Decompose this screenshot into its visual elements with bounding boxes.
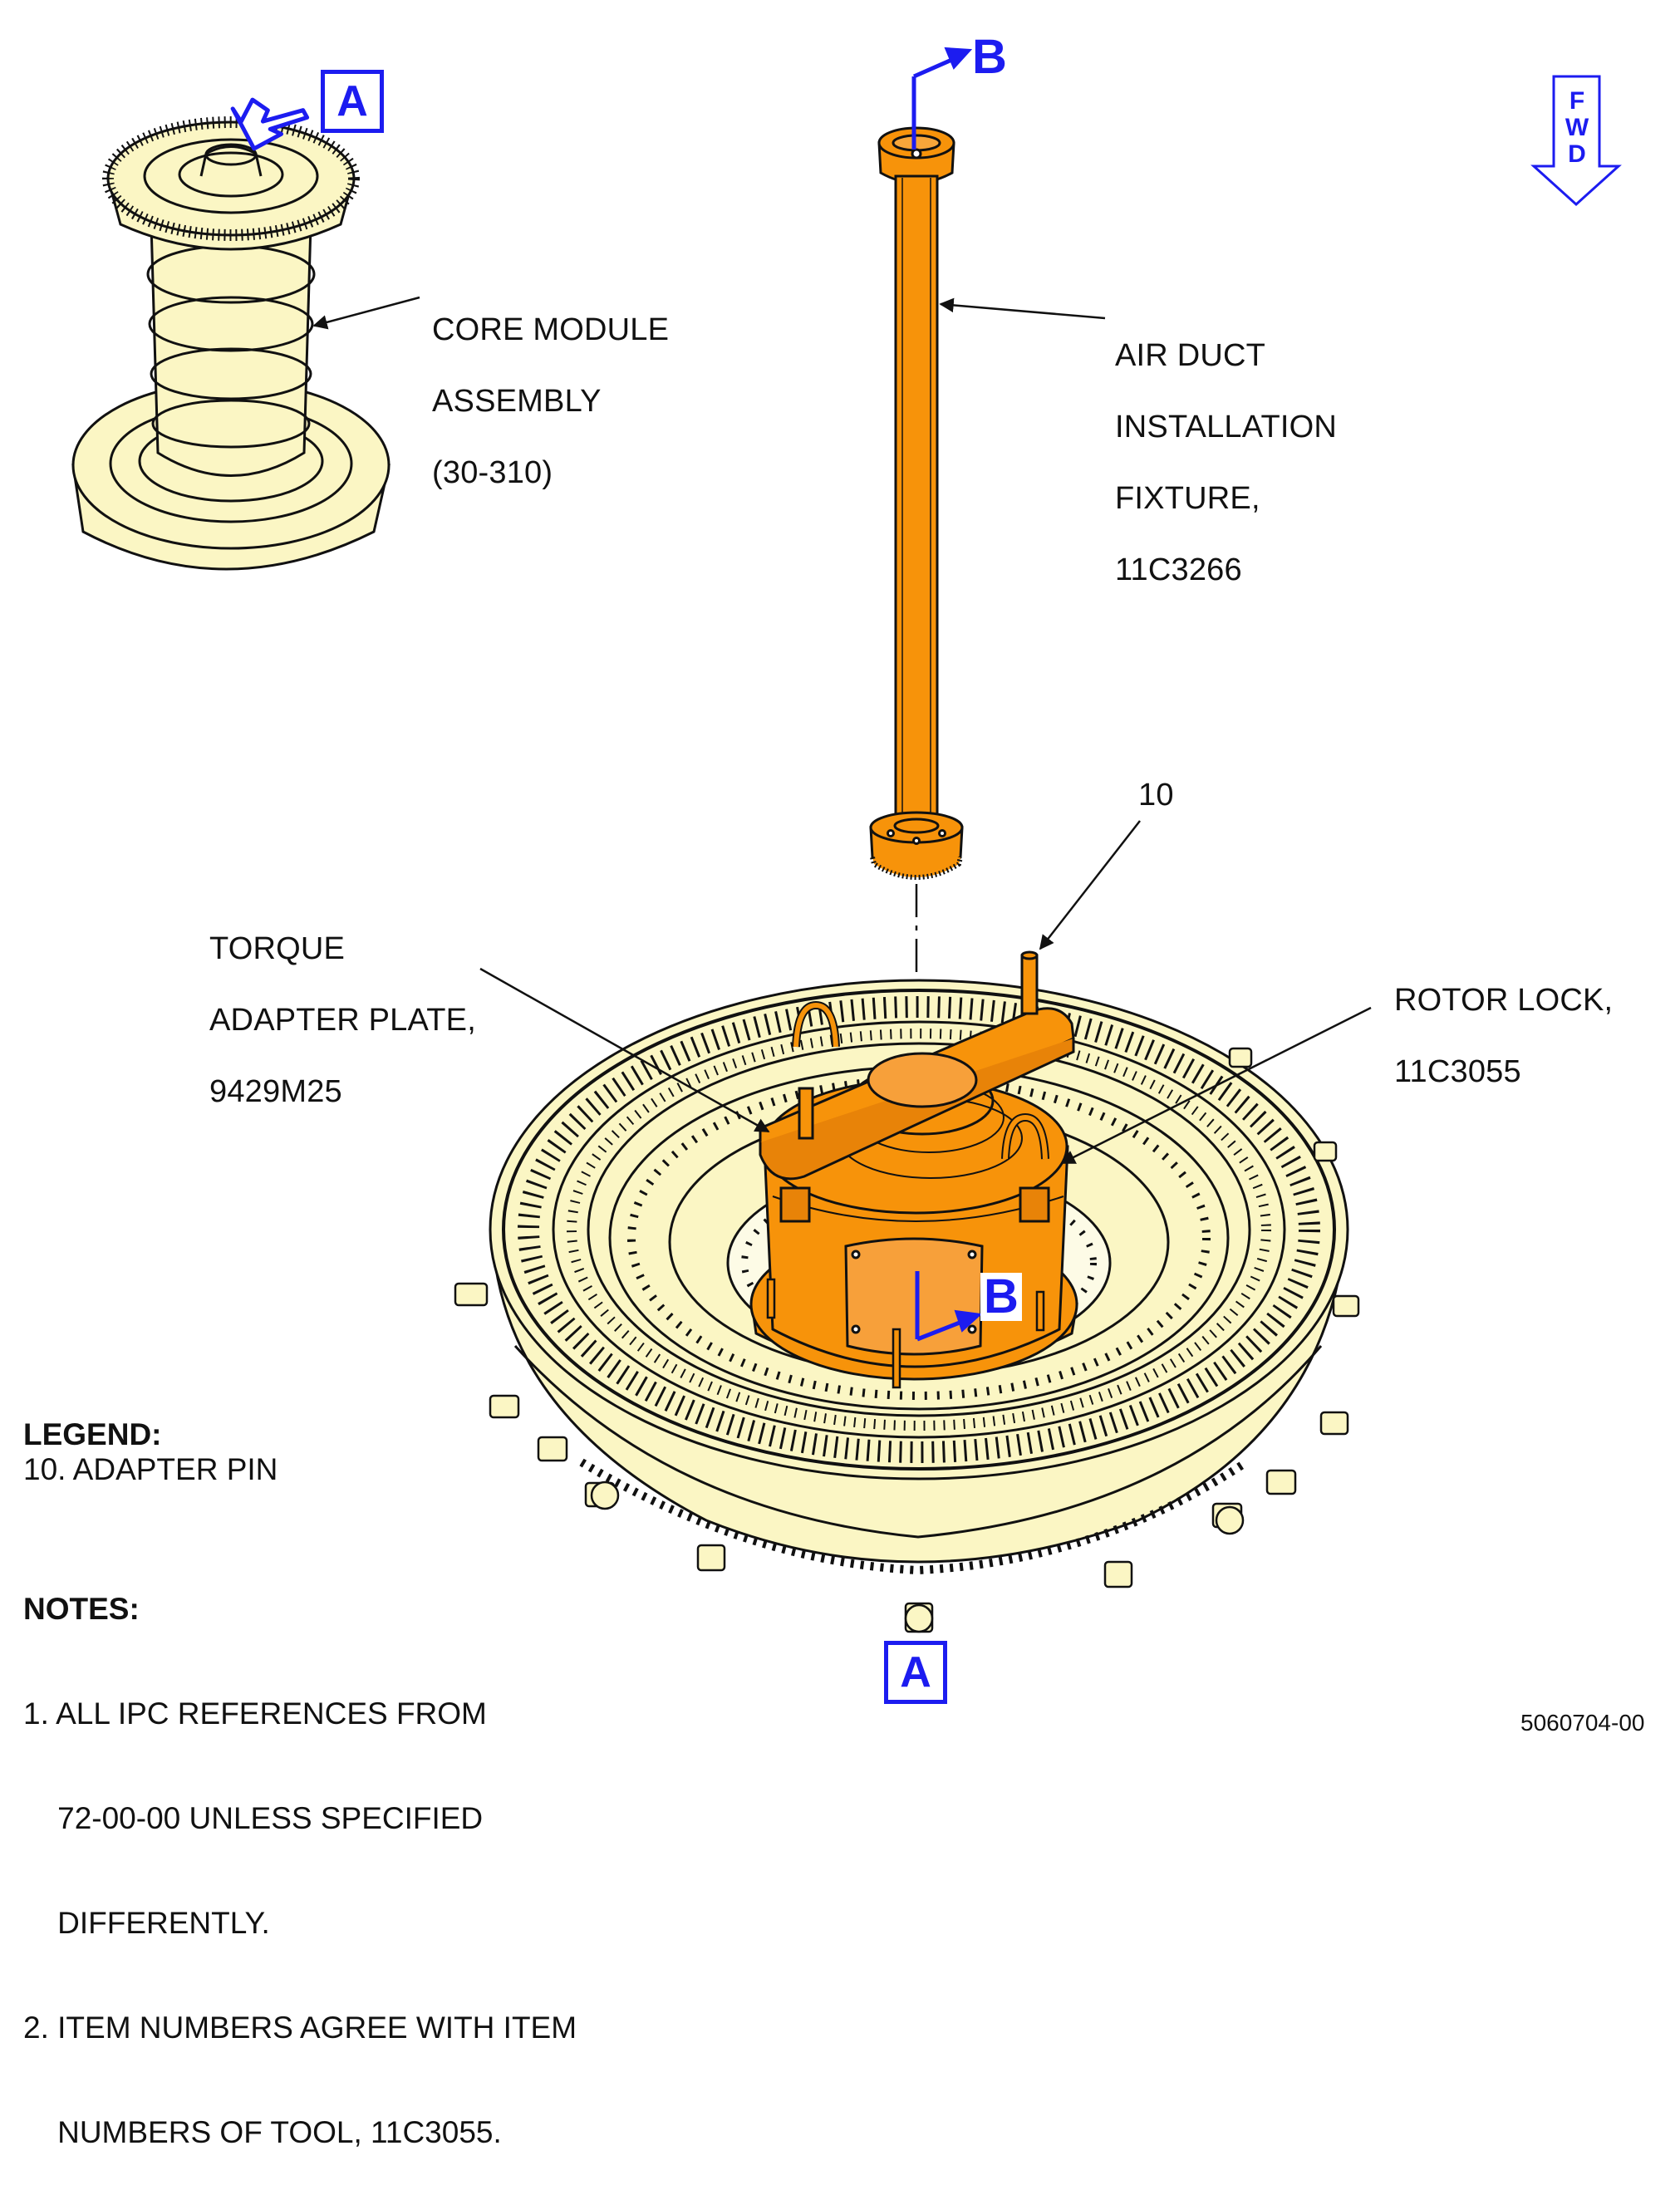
note-line: 72-00-00 UNLESS SPECIFIED — [23, 1801, 484, 1835]
leader-core-module — [312, 296, 420, 330]
rotor-lock-tool — [749, 950, 1078, 1389]
legend-title: LEGEND: — [23, 1417, 162, 1451]
label-rotor-lock: ROTOR LOCK, 11C3055 — [1394, 983, 1614, 1089]
notes-block: NOTES: 1. ALL IPC REFERENCES FROM 72-00-… — [23, 1522, 577, 2185]
view-tag-a-bottom: A — [884, 1641, 947, 1704]
label-air-duct: AIR DUCT INSTALLATION FIXTURE, 11C3266 — [1115, 338, 1338, 587]
view-tag-a-top: A — [321, 70, 384, 133]
section-b-top-label: B — [972, 30, 1007, 84]
note-line: 2. ITEM NUMBERS AGREE WITH ITEM — [23, 2011, 577, 2045]
fwd-arrow — [1530, 75, 1622, 207]
leader-item-10 — [1039, 820, 1141, 950]
legend-block: LEGEND: 10. ADAPTER PIN — [23, 1417, 278, 1487]
note-line: NUMBERS OF TOOL, 11C3055. — [23, 2115, 502, 2149]
notes-title: NOTES: — [23, 1592, 140, 1626]
label-core-module: CORE MODULE ASSEMBLY (30-310) — [432, 312, 670, 490]
label-item-10: 10 — [1138, 778, 1174, 813]
leader-torque-plate — [479, 967, 770, 1133]
view-a-direction-arrow — [230, 97, 310, 151]
leader-rotor-lock — [1060, 1006, 1372, 1165]
note-line: 1. ALL IPC REFERENCES FROM — [23, 1696, 487, 1731]
note-line: DIFFERENTLY. — [23, 1906, 270, 1940]
air-duct-installation-fixture — [869, 126, 964, 880]
core-module-assembly — [71, 116, 391, 571]
exploded-assembly-drawing — [71, 47, 1622, 1633]
leader-air-duct — [939, 297, 1106, 320]
section-b-top-arrow — [911, 47, 973, 150]
section-b-bottom-label: B — [980, 1273, 1022, 1321]
label-torque-plate: TORQUE ADAPTER PLATE, 9429M25 — [209, 931, 476, 1109]
section-b-bottom-arrow — [915, 1271, 983, 1342]
legend-item: 10. ADAPTER PIN — [23, 1452, 278, 1486]
fwd-label: F W D — [1565, 87, 1589, 168]
drawing-number: 5060704-00 — [1520, 1710, 1645, 1736]
